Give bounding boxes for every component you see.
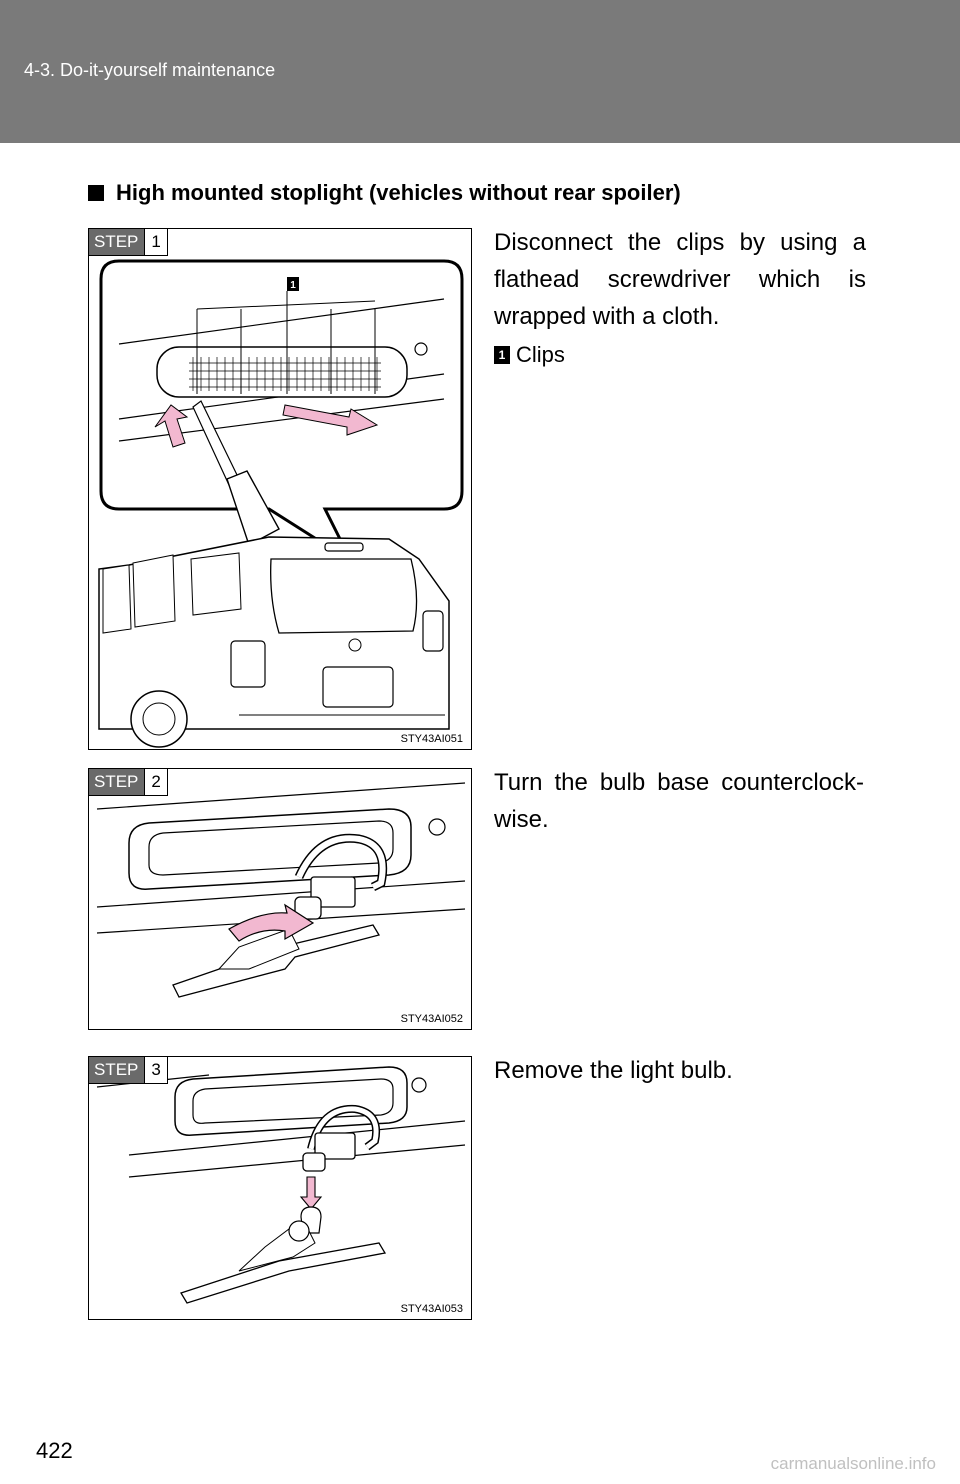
section-heading: High mounted stoplight (vehicles without… <box>88 180 681 206</box>
step-number: 1 <box>144 229 167 255</box>
svg-text:1: 1 <box>290 280 296 291</box>
step-number: 2 <box>144 769 167 795</box>
figure-code: STY43AI053 <box>400 1303 463 1315</box>
heading-text: High mounted stoplight (vehicles without… <box>116 180 681 205</box>
square-bullet-icon <box>88 185 104 201</box>
legend-label: Clips <box>516 342 565 367</box>
figure-step-3: STEP 3 STY43AI053 <box>88 1056 472 1320</box>
step-3-instruction: Remove the light bulb. <box>494 1057 733 1084</box>
stoplight-removal-illustration: 1 <box>98 259 464 748</box>
bulb-base-turn-illustration <box>96 782 466 998</box>
step-label: STEP <box>89 229 145 255</box>
step-number: 3 <box>144 1057 167 1083</box>
step-badge: STEP 2 <box>89 769 168 796</box>
legend-item: 1 Clips <box>494 342 565 368</box>
step-badge: STEP 3 <box>89 1057 168 1084</box>
step-1-instruction: Disconnect the clips by using a flathead… <box>494 229 866 330</box>
step-badge: STEP 1 <box>89 229 168 256</box>
step-label: STEP <box>89 769 145 795</box>
step-2-instruction: Turn the bulb base counterclock-wise. <box>494 769 864 833</box>
step-label: STEP <box>89 1057 145 1083</box>
figure-code: STY43AI052 <box>400 1013 463 1025</box>
figure-code: STY43AI051 <box>400 733 463 745</box>
header-band: 4-3. Do-it-yourself maintenance <box>0 0 960 143</box>
page-number: 422 <box>36 1438 73 1463</box>
light-bulb-removal-illustration <box>96 1066 466 1304</box>
figure-step-2: STEP 2 STY43AI052 <box>88 768 472 1030</box>
watermark: carmanualsonline.info <box>770 1454 936 1473</box>
callout-number-icon: 1 <box>494 346 510 364</box>
section-title: 4-3. Do-it-yourself maintenance <box>24 60 276 80</box>
figure-step-1: 1 STEP 1 STY43AI051 <box>88 228 472 750</box>
